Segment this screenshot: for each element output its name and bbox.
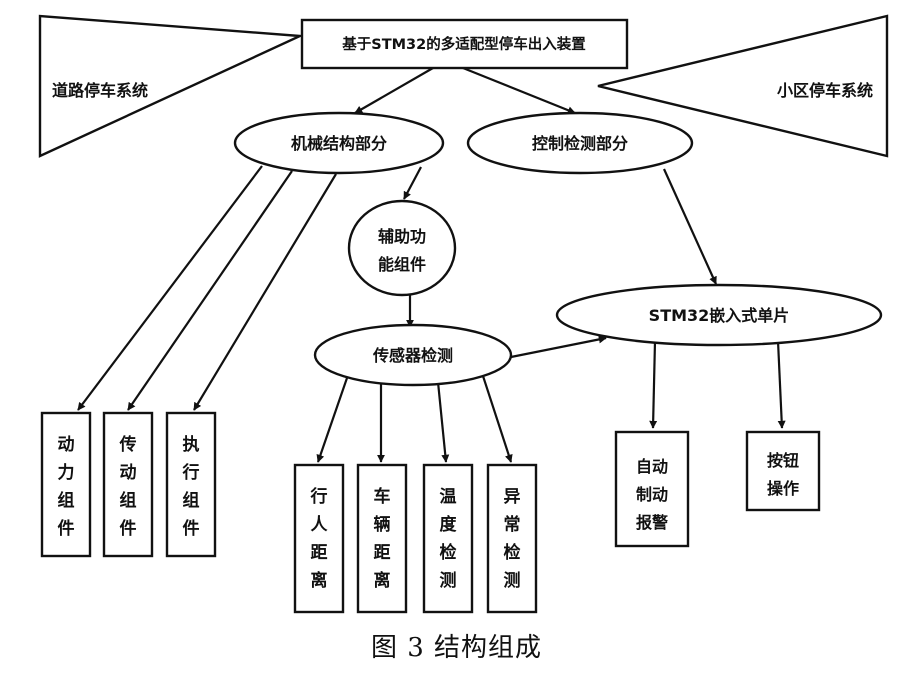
temperature-char-4: 测 bbox=[440, 570, 457, 591]
title-label: 基于STM32的多适配型停车出入装置 bbox=[341, 35, 585, 53]
control-label: 控制检测部分 bbox=[532, 134, 628, 153]
temperature-char-1: 温 bbox=[440, 487, 457, 507]
anomaly-detection-box bbox=[486, 463, 538, 614]
edge-title-control bbox=[462, 66, 576, 115]
edge-mechanical-actuator bbox=[193, 173, 337, 411]
actuator-box bbox=[165, 411, 217, 558]
power-char-1: 动 bbox=[58, 435, 75, 455]
alarm-line-3: 报警 bbox=[636, 513, 668, 532]
sensor-label: 传感器检测 bbox=[372, 346, 453, 365]
power-char-4: 件 bbox=[58, 518, 75, 539]
road-parking-triangle bbox=[38, 14, 305, 158]
actuator-char-1: 执 bbox=[183, 434, 200, 455]
auxiliary-label-line-1: 辅助功 bbox=[378, 227, 426, 246]
vehicle-char-3: 距 bbox=[374, 543, 391, 563]
vehicle-char-1: 车 bbox=[374, 486, 391, 507]
transmission-box bbox=[102, 411, 154, 558]
anomaly-char-4: 测 bbox=[504, 570, 521, 591]
mechanical-label: 机械结构部分 bbox=[291, 134, 387, 153]
mcu-label: STM32嵌入式单片 bbox=[649, 306, 790, 325]
edge-mechanical-transmission bbox=[127, 170, 293, 411]
community-parking-label: 小区停车系统 bbox=[777, 81, 873, 100]
vehicle-char-4: 离 bbox=[374, 570, 391, 591]
auxiliary-ellipse bbox=[347, 199, 457, 297]
title-box bbox=[300, 18, 629, 70]
edge-sensor-anomaly bbox=[481, 375, 513, 463]
power-char-2: 力 bbox=[58, 462, 75, 483]
button-operation-box bbox=[745, 430, 821, 512]
anomaly-char-2: 常 bbox=[504, 514, 521, 535]
actuator-char-2: 行 bbox=[182, 462, 200, 483]
pedestrian-char-1: 行 bbox=[310, 486, 328, 507]
pedestrian-char-4: 离 bbox=[311, 570, 328, 591]
edge-title-mechanical bbox=[354, 67, 434, 114]
mechanical-ellipse bbox=[233, 111, 445, 175]
edge-control-mcu bbox=[662, 168, 718, 285]
pedestrian-distance-box bbox=[293, 463, 345, 614]
edge-mechanical-power bbox=[77, 165, 263, 411]
edge-sensor-mcu bbox=[510, 335, 607, 359]
edge-mcu-button bbox=[776, 340, 786, 429]
edge-sensor-temperature bbox=[436, 381, 450, 463]
temperature-char-3: 检 bbox=[440, 542, 457, 563]
community-parking-triangle bbox=[597, 14, 889, 158]
anomaly-char-1: 异 bbox=[504, 487, 521, 507]
transmission-char-1: 传 bbox=[119, 434, 137, 455]
control-ellipse bbox=[466, 111, 694, 175]
temperature-char-2: 度 bbox=[440, 514, 458, 535]
auxiliary-label-line-2: 能组件 bbox=[378, 255, 426, 274]
actuator-char-4: 件 bbox=[183, 518, 200, 539]
anomaly-char-3: 检 bbox=[504, 542, 521, 563]
road-parking-label: 道路停车系统 bbox=[52, 81, 148, 100]
sensor-ellipse bbox=[313, 323, 513, 387]
edge-mechanical-auxiliary bbox=[403, 166, 422, 200]
button-line-2: 操作 bbox=[767, 479, 799, 498]
vehicle-char-2: 辆 bbox=[374, 514, 391, 535]
button-line-1: 按钮 bbox=[767, 451, 799, 470]
edge-mcu-alarm bbox=[649, 340, 658, 429]
temperature-detection-box bbox=[422, 463, 474, 614]
pedestrian-char-3: 距 bbox=[311, 543, 328, 563]
power-char-3: 组 bbox=[58, 490, 75, 511]
alarm-line-2: 制动 bbox=[636, 485, 668, 504]
transmission-char-2: 动 bbox=[120, 463, 137, 483]
vehicle-distance-box bbox=[356, 463, 408, 614]
mcu-ellipse bbox=[555, 283, 883, 347]
alarm-line-1: 自动 bbox=[636, 457, 668, 476]
transmission-char-4: 件 bbox=[120, 518, 137, 539]
connector-group bbox=[77, 66, 786, 463]
actuator-char-3: 组 bbox=[183, 490, 200, 511]
pedestrian-char-2: 人 bbox=[311, 515, 329, 535]
auto-brake-alarm-box bbox=[614, 430, 690, 548]
edge-sensor-pedestrian bbox=[316, 377, 349, 463]
figure-caption: 图 3 结构组成 bbox=[370, 633, 543, 663]
power-box bbox=[40, 411, 92, 558]
transmission-char-3: 组 bbox=[120, 490, 137, 511]
